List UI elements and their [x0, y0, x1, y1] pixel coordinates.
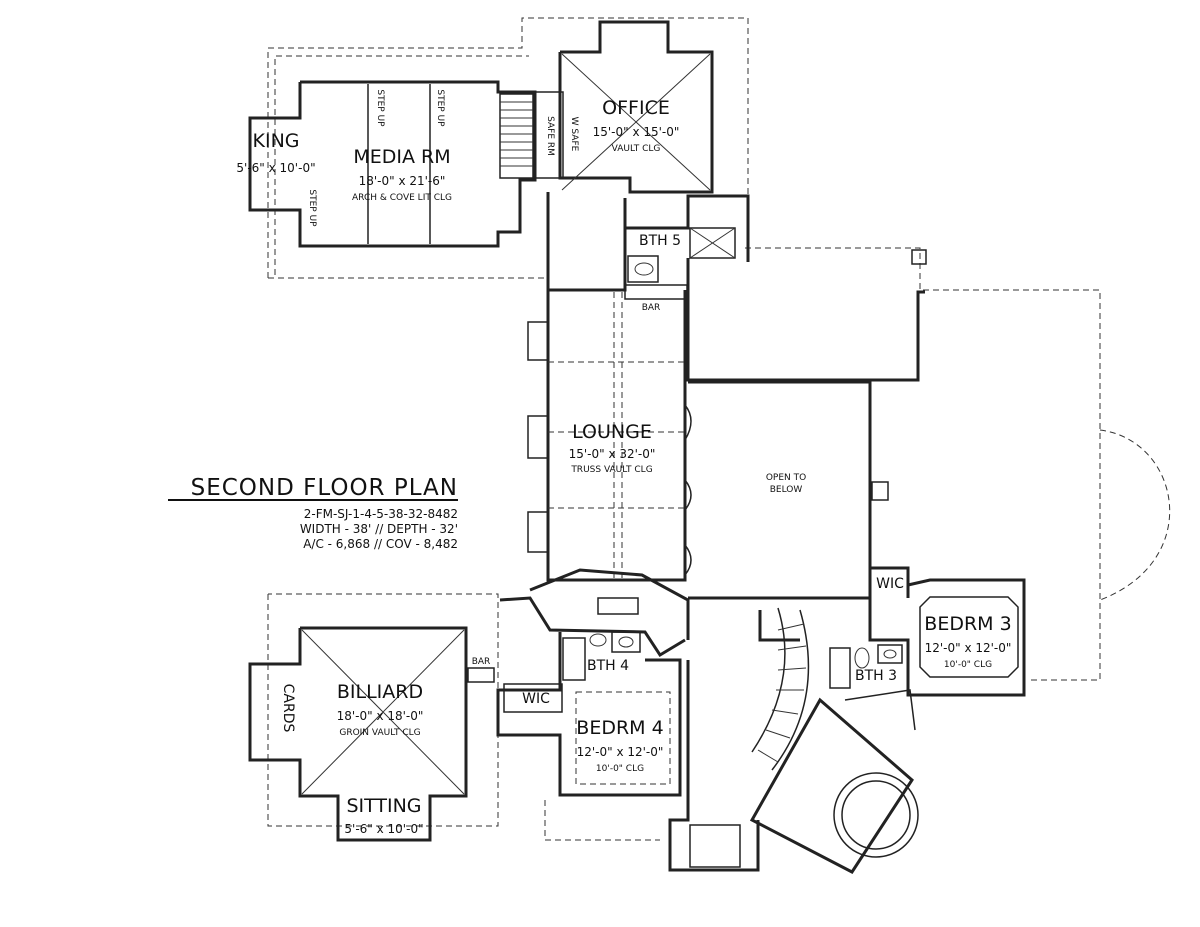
bedrm4-wing: [467, 631, 682, 797]
sitting-dims: 5'-6" x 10'-0": [344, 822, 423, 836]
office-name: OFFICE: [602, 97, 670, 119]
bedrm4-name: BEDRM 4: [576, 717, 663, 739]
w-safe-label: W SAFE: [569, 117, 579, 152]
open-below-line2: BELOW: [770, 485, 803, 495]
wic-right-label: WIC: [876, 576, 904, 592]
step-up-label-2: STEP UP: [435, 89, 445, 127]
open-below-line1: OPEN TO: [766, 473, 806, 483]
office-dims: 15'-0" x 15'-0": [593, 125, 680, 139]
bedrm3-name: BEDRM 3: [924, 613, 1011, 635]
step-up-label-1: STEP UP: [375, 89, 385, 127]
billiard-dims: 18'-0" x 18'-0": [337, 709, 424, 723]
bedrm3-wing: [829, 566, 1026, 697]
media-dims: 18'-0" x 21'-6": [359, 174, 446, 188]
media-note: ARCH & COVE LIT CLG: [352, 193, 452, 203]
king-dims: 5'-6" x 10'-0": [236, 161, 315, 175]
bar-top-label: BAR: [642, 303, 661, 313]
bth4-label: BTH 4: [587, 658, 629, 674]
office-room: [534, 20, 714, 194]
lounge-note: TRUSS VAULT CLG: [570, 465, 652, 475]
bath5-area: [546, 192, 750, 300]
plan-line-2: WIDTH - 38' // DEPTH - 32': [300, 522, 458, 536]
safe-rm-label: SAFE RM: [545, 116, 555, 156]
stair-and-turret: [668, 607, 919, 874]
plan-line-3: A/C - 6,868 // COV - 8,482: [303, 537, 458, 551]
wic-left-label: WIC: [522, 691, 550, 707]
billiard-room: [248, 626, 468, 842]
billiard-note: GROIN VAULT CLG: [339, 728, 420, 738]
media-room: [248, 80, 537, 248]
plan-line-1: 2-FM-SJ-1-4-5-38-32-8482: [304, 507, 458, 521]
bar-left-label: BAR: [472, 657, 491, 667]
small-labels: BTH 5 BTH 4 BTH 3 WIC WIC BAR BAR STEP U…: [307, 89, 904, 707]
billiard-name: BILLIARD: [337, 681, 423, 703]
stair-treads: [499, 93, 534, 179]
bedrm4-dims: 12'-0" x 12'-0": [577, 745, 664, 759]
south-hall: [499, 568, 690, 658]
lounge-name: LOUNGE: [572, 421, 652, 443]
bth5-label: BTH 5: [639, 233, 681, 249]
open-to-below: [686, 249, 927, 600]
sitting-name: SITTING: [346, 795, 421, 817]
lounge-dims: 15'-0" x 32'-0": [569, 447, 656, 461]
title-block: SECOND FLOOR PLAN 2-FM-SJ-1-4-5-38-32-84…: [168, 475, 458, 551]
king-name: KING: [253, 130, 300, 152]
room-labels: OFFICE 15'-0" x 15'-0" VAULT CLG MEDIA R…: [236, 97, 1011, 836]
bth3-label: BTH 3: [855, 668, 897, 684]
lounge-room: [527, 290, 692, 582]
roof-outlines: [267, 17, 1171, 841]
step-up-label-3: STEP UP: [307, 189, 317, 227]
bedrm4-note: 10'-0" CLG: [596, 764, 644, 774]
media-name: MEDIA RM: [353, 146, 450, 168]
cards-name: CARDS: [280, 684, 296, 733]
bedrm3-dims: 12'-0" x 12'-0": [925, 641, 1012, 655]
office-note: VAULT CLG: [612, 144, 661, 154]
plan-title: SECOND FLOOR PLAN: [191, 475, 458, 501]
bedrm3-note: 10'-0" CLG: [944, 660, 992, 670]
